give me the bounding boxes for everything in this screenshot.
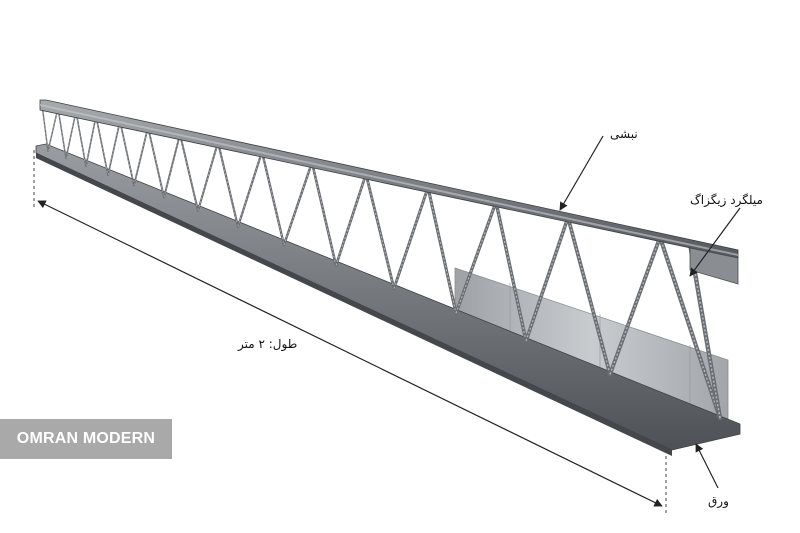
rebar-ribs bbox=[57, 107, 67, 159]
rebar-ribs bbox=[179, 134, 199, 211]
length-dimension bbox=[33, 150, 667, 516]
label-length: طول: ۲ متر bbox=[238, 337, 298, 351]
rebar-ribs bbox=[47, 107, 59, 152]
label-top-angle: نبشی bbox=[610, 127, 638, 141]
dimension-line bbox=[37, 200, 663, 507]
rebar-ribs bbox=[689, 243, 721, 419]
rebar-segment bbox=[41, 103, 49, 152]
rebar-segment bbox=[147, 126, 165, 199]
rebar-segment bbox=[95, 115, 109, 176]
rebar-segment bbox=[65, 110, 77, 160]
rebar-segment bbox=[657, 235, 723, 421]
rebar-segment bbox=[236, 150, 264, 228]
rebar-ribs bbox=[133, 127, 149, 186]
label-sheet: ورق bbox=[708, 494, 729, 508]
rebar-segment bbox=[196, 141, 220, 212]
base-plate bbox=[35, 143, 741, 456]
rebar-ribs bbox=[283, 162, 313, 246]
watermark: OMRAN MODERN bbox=[0, 419, 172, 459]
rebar-ribs bbox=[75, 111, 87, 167]
rebar-ribs bbox=[335, 173, 367, 266]
rebar-ribs bbox=[85, 115, 97, 167]
rebar-ribs bbox=[119, 121, 135, 186]
rebar-ribs bbox=[163, 134, 181, 198]
arrow-icon bbox=[695, 443, 719, 489]
arrow-icon bbox=[689, 207, 741, 277]
label-zigzag-rebar: میلگرد زیگزاگ bbox=[690, 193, 763, 207]
arrow-icon bbox=[559, 135, 604, 211]
rebar-ribs bbox=[107, 121, 121, 176]
